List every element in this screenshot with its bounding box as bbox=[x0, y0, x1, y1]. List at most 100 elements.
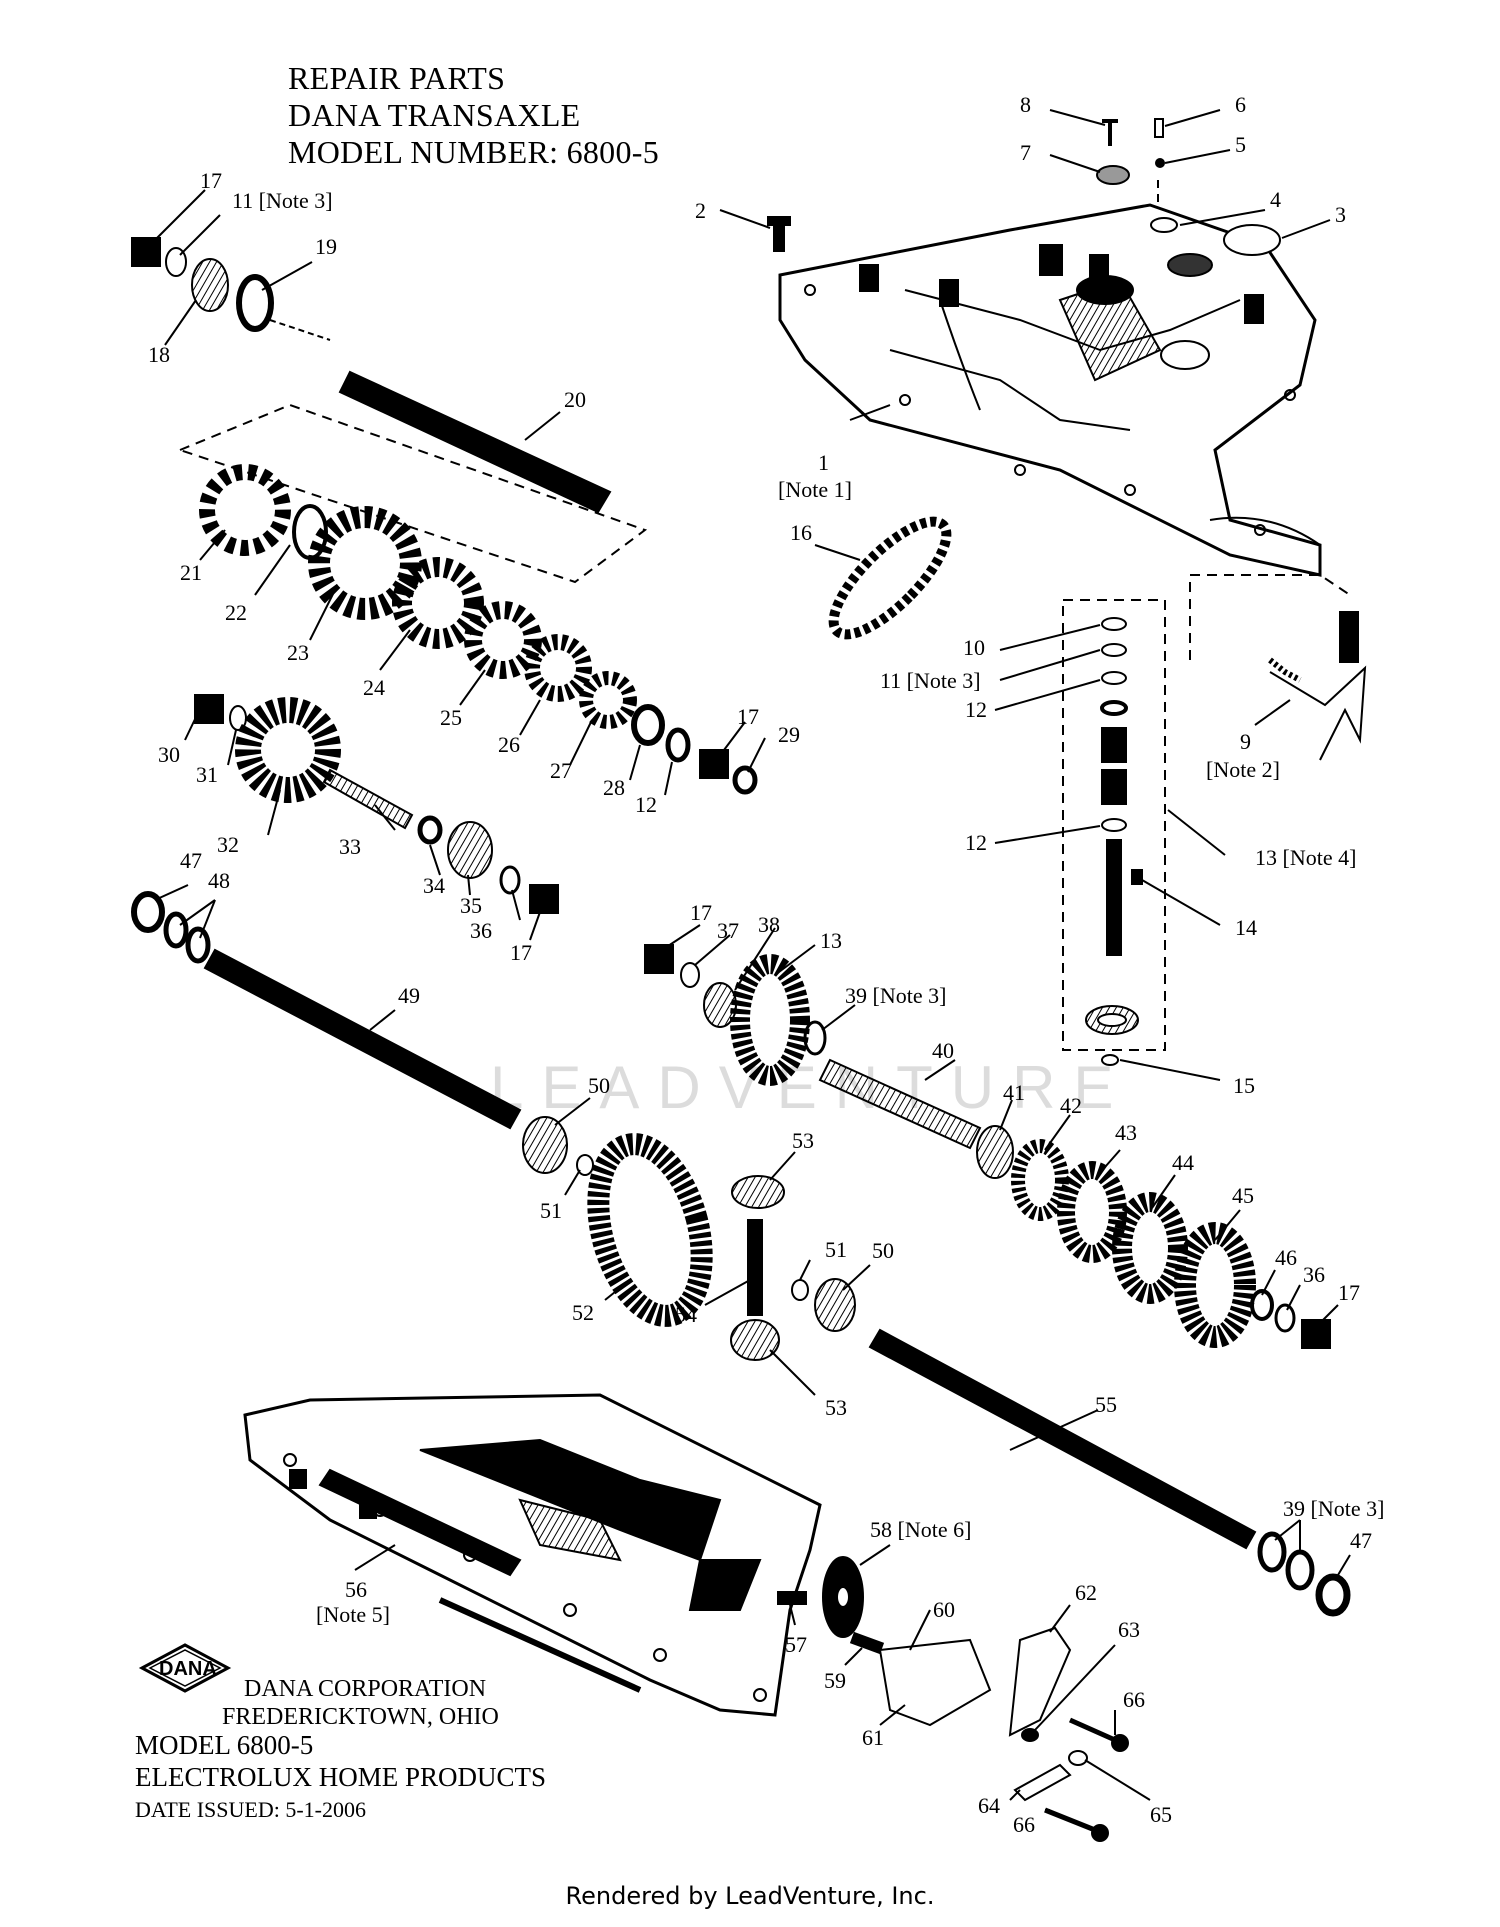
callout-5: 5 bbox=[1235, 132, 1246, 157]
callout-28: 28 bbox=[603, 775, 625, 800]
callout-19: 19 bbox=[315, 234, 337, 259]
callout-54: 54 bbox=[675, 1302, 697, 1327]
bushing-part-46 bbox=[1250, 1289, 1274, 1321]
callout-51-b: 51 bbox=[825, 1237, 847, 1262]
rendered-by-footer: Rendered by LeadVenture, Inc. bbox=[565, 1882, 935, 1910]
callout-65: 65 bbox=[1150, 1802, 1172, 1827]
callout-63: 63 bbox=[1118, 1617, 1140, 1642]
caliper-part-61 bbox=[878, 1638, 992, 1727]
callout-49: 49 bbox=[398, 983, 420, 1008]
callout-15: 15 bbox=[1233, 1073, 1255, 1098]
callout-43: 43 bbox=[1115, 1120, 1137, 1145]
gear-group-outline bbox=[177, 403, 648, 584]
footer-city: FREDERICKTOWN, OHIO bbox=[222, 1704, 499, 1730]
ring-part-11-a bbox=[165, 247, 187, 277]
ring-part-36-b bbox=[1274, 1303, 1296, 1333]
callout-32: 32 bbox=[217, 832, 239, 857]
callout-3: 3 bbox=[1335, 202, 1346, 227]
bolt-part-66-b bbox=[1044, 1807, 1109, 1842]
shaft-assembly-stack bbox=[1085, 617, 1143, 1066]
callout-47-a: 47 bbox=[180, 848, 202, 873]
bushing-part-28 bbox=[631, 704, 665, 746]
shaft-assembly-outline bbox=[1062, 599, 1166, 1051]
callout-2: 2 bbox=[695, 198, 706, 223]
callout-17-b: 17 bbox=[737, 704, 759, 729]
bearing-part-30 bbox=[194, 694, 224, 724]
callout-26: 26 bbox=[498, 732, 520, 757]
callout-42: 42 bbox=[1060, 1093, 1082, 1118]
gear-part-43 bbox=[1057, 1161, 1127, 1263]
gear-part-26 bbox=[524, 634, 592, 702]
callout-36-a: 36 bbox=[470, 918, 492, 943]
callout-39-b: 39 [Note 3] bbox=[1283, 1496, 1384, 1521]
bearing-part-17-a bbox=[131, 237, 161, 267]
callout-44: 44 bbox=[1172, 1150, 1194, 1175]
callout-12-c: 12 bbox=[965, 830, 987, 855]
callout-56: 56 bbox=[345, 1577, 367, 1602]
callout-51-a: 51 bbox=[540, 1198, 562, 1223]
callout-31: 31 bbox=[196, 762, 218, 787]
footer-date: DATE ISSUED: 5-1-2006 bbox=[135, 1797, 366, 1822]
callout-53-a: 53 bbox=[792, 1128, 814, 1153]
screw-part-8 bbox=[1102, 119, 1118, 146]
callout-34: 34 bbox=[423, 873, 445, 898]
bevel-gear-part-50-a bbox=[522, 1116, 568, 1174]
callout-13-a: 13 [Note 4] bbox=[1255, 845, 1356, 870]
callout-12-b: 12 bbox=[965, 697, 987, 722]
gear-part-32 bbox=[235, 697, 341, 803]
brake-disc-hub bbox=[836, 1586, 850, 1608]
callout-16: 16 bbox=[790, 520, 812, 545]
pin-part-54 bbox=[747, 1219, 763, 1316]
gear-part-18 bbox=[191, 258, 229, 312]
callout-38: 38 bbox=[758, 912, 780, 937]
callout-61: 61 bbox=[862, 1725, 884, 1750]
gear-part-44 bbox=[1112, 1192, 1188, 1304]
gear-part-42 bbox=[1011, 1139, 1069, 1221]
plug-part-3 bbox=[1223, 224, 1281, 256]
callout-labels: 1 [Note 1] 2 3 4 5 6 7 8 9 [Note 2] 10 1… bbox=[148, 92, 1384, 1837]
spring-part-6 bbox=[1154, 118, 1164, 138]
callout-41: 41 bbox=[1003, 1080, 1025, 1105]
bevel-pinion-part-53-a bbox=[731, 1175, 785, 1209]
gear-part-25 bbox=[464, 601, 542, 679]
callout-9-note: [Note 2] bbox=[1206, 757, 1280, 782]
callout-66-a: 66 bbox=[1123, 1687, 1145, 1712]
callout-24: 24 bbox=[363, 675, 385, 700]
callout-21: 21 bbox=[180, 560, 202, 585]
bolt-part-66-a bbox=[1068, 1717, 1129, 1752]
brake-pad-part-57 bbox=[777, 1591, 807, 1605]
shaft-part-33 bbox=[322, 768, 414, 830]
lower-housing bbox=[243, 1393, 822, 1717]
bearing-part-17-b bbox=[699, 749, 729, 779]
callout-14: 14 bbox=[1235, 915, 1257, 940]
ball-part-5 bbox=[1155, 158, 1165, 168]
callout-27: 27 bbox=[550, 758, 572, 783]
callout-36-b: 36 bbox=[1303, 1262, 1325, 1287]
callout-66-b: 66 bbox=[1013, 1812, 1035, 1837]
callout-12-a: 12 bbox=[635, 792, 657, 817]
ring-part-29 bbox=[732, 765, 758, 795]
link-part-64 bbox=[1013, 1763, 1072, 1802]
washer-part-48-a bbox=[163, 911, 189, 949]
housing-link-outline bbox=[1189, 574, 1351, 660]
dana-logo-text: DANA bbox=[159, 1658, 217, 1680]
callout-55: 55 bbox=[1095, 1392, 1117, 1417]
washer-part-63 bbox=[1021, 1728, 1039, 1742]
callout-1: 1 bbox=[818, 450, 829, 475]
bevel-gear-part-50-b bbox=[814, 1278, 856, 1332]
shaft-part-40 bbox=[818, 1058, 982, 1150]
ring-part-36-a bbox=[499, 865, 521, 895]
lever-part-62 bbox=[1008, 1626, 1072, 1737]
callout-29: 29 bbox=[778, 722, 800, 747]
bearing-part-17-d bbox=[644, 944, 674, 974]
ring-gear-part-52 bbox=[587, 1133, 713, 1327]
shaft-part-20 bbox=[269, 319, 612, 514]
gear-part-35 bbox=[447, 821, 493, 879]
gear-part-23 bbox=[308, 506, 422, 620]
callout-30: 30 bbox=[158, 742, 180, 767]
watermark: LEADVENTURE bbox=[490, 1054, 1131, 1121]
callout-22: 22 bbox=[225, 600, 247, 625]
bearing-part-17-c bbox=[529, 884, 559, 914]
callout-11-b: 11 [Note 3] bbox=[880, 668, 981, 693]
ring-part-39-a bbox=[803, 1020, 827, 1056]
